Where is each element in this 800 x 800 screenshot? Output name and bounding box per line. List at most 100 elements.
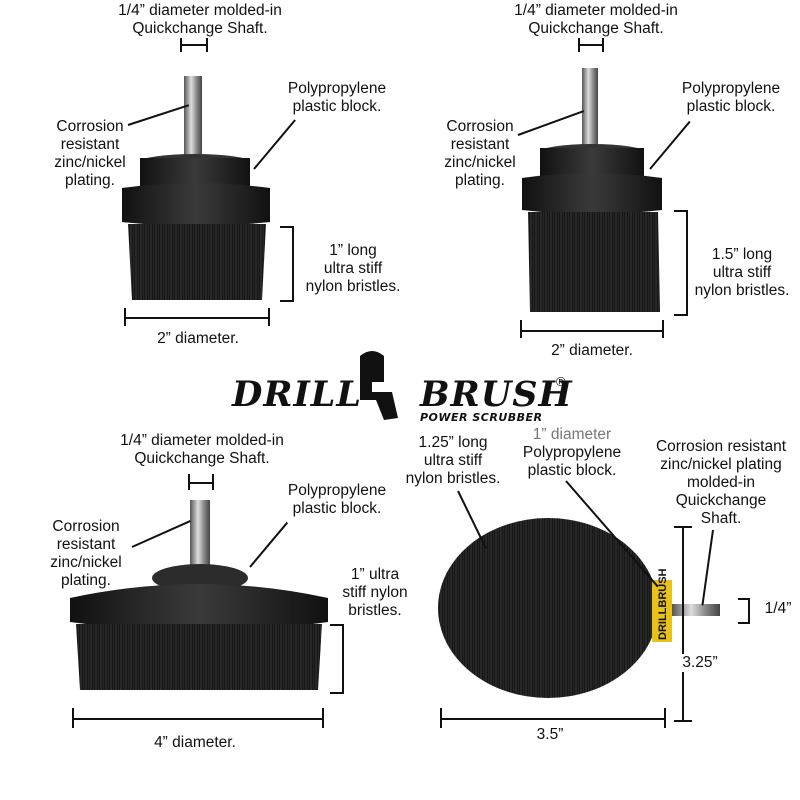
brush-4-height-dim-tick-b xyxy=(674,720,692,722)
brush-3-bristle-line-2: stiff nylon xyxy=(342,584,408,601)
brush-3-block-line-1: Polypropylene xyxy=(287,482,387,499)
brush-4-width-dim-bar xyxy=(440,718,666,720)
brush-2-plating-line-1: Corrosion xyxy=(446,118,514,135)
brush-1-plating-line-3: zinc/nickel xyxy=(54,154,126,171)
brush-3-shaft-dim-tick-r xyxy=(212,474,214,490)
brush-3-plating-label: Corrosion resistant zinc/nickel plating. xyxy=(36,518,136,590)
brush-2-block-line-1: Polypropylene xyxy=(681,80,781,97)
brush-1-image xyxy=(122,76,270,300)
brush-2-hub xyxy=(540,148,644,176)
brush-1-shaft-label: 1/4” diameter molded-in Quickchange Shaf… xyxy=(110,2,290,38)
brush-3-block-label: Polypropylene plastic block. xyxy=(282,482,392,518)
brush-1-block-line-1: Polypropylene xyxy=(287,80,387,97)
brush-2-shaft-dim-tick-l xyxy=(578,38,580,52)
brush-4-width-dim-tick-r xyxy=(664,708,666,728)
brush-4-height-dim-bar xyxy=(682,526,684,722)
brush-3-diameter-dim-bar xyxy=(72,718,324,720)
brush-1-block xyxy=(122,183,270,226)
brush-1-diameter-dim-tick-r xyxy=(268,308,270,326)
brush-3-bristle-dim-tick-b xyxy=(330,692,344,694)
brush-4-plating-line-3: molded-in xyxy=(686,474,756,491)
brush-4-collar xyxy=(652,580,672,642)
brush-2-block xyxy=(522,173,662,214)
brush-3-bristle-dim-tick-t xyxy=(330,624,344,626)
brush-1-plating-label: Corrosion resistant zinc/nickel plating. xyxy=(40,118,140,190)
brush-4-plating-line-1: Corrosion resistant xyxy=(655,438,787,455)
brush-3-diameter-label: 4” diameter. xyxy=(154,734,236,751)
brush-2-diameter-dim-bar xyxy=(520,330,664,332)
brush-4-bristle-head xyxy=(438,518,658,698)
brush-3-bristles xyxy=(76,624,322,690)
brush-1-bristle-dim-bar xyxy=(292,226,294,302)
brush-1-shaft-dim-bar xyxy=(180,44,208,46)
brush-2-shaft-label-line-1: 1/4” diameter molded-in xyxy=(514,2,678,19)
brush-4-block-label: 1” diameter Polypropylene plastic block. xyxy=(514,426,630,480)
brush-4-block-line-2: Polypropylene xyxy=(522,444,622,461)
brush-2-block-line-2: plastic block. xyxy=(686,98,776,115)
brush-1-block-label: Polypropylene plastic block. xyxy=(282,80,392,116)
brush-2-bristle-line-3: nylon bristles. xyxy=(694,282,790,299)
brush-4-bristle-label: 1.25” long ultra stiff nylon bristles. xyxy=(398,434,508,488)
brush-3-block-line-2: plastic block. xyxy=(292,500,382,517)
brush-2-shaft-label: 1/4” diameter molded-in Quickchange Shaf… xyxy=(506,2,686,38)
brush-4-shaft-dim-tick-t xyxy=(738,598,750,600)
brush-4-plating-line-5: Shaft. xyxy=(700,510,742,527)
brush-4-block-line-3: plastic block. xyxy=(527,462,617,479)
brush-1-block-line-2: plastic block. xyxy=(292,98,382,115)
brush-4-image: DRILLBRUSH xyxy=(438,518,720,698)
brush-1-hub xyxy=(140,158,250,186)
logo-tagline: POWER SCRUBBER xyxy=(420,411,543,424)
brush-1-bristle-line-2: ultra stiff xyxy=(323,260,383,277)
brush-3-plating-line-2: resistant xyxy=(56,536,116,553)
brush-1-shaft-label-line-1: 1/4” diameter molded-in xyxy=(118,2,282,19)
brush-3-shaft-label-line-2: Quickchange Shaft. xyxy=(134,450,270,467)
brush-2-bristle-dim-tick-b xyxy=(674,314,688,316)
brush-2-bristle-dim-bar xyxy=(686,210,688,316)
brush-3-plating-line-4: plating. xyxy=(61,572,111,589)
brush-4-plating-line-2: zinc/nickel plating xyxy=(660,456,782,473)
brush-3-plating-line-3: zinc/nickel xyxy=(50,554,122,571)
brush-1-diameter-label: 2” diameter. xyxy=(157,330,239,347)
brush-4-collar-text: DRILLBRUSH xyxy=(657,568,669,640)
brush-4-width-dim-label: 3.5” xyxy=(536,726,564,743)
brush-2-shaft-dim-tick-r xyxy=(602,38,604,52)
brush-4-width-dim-tick-l xyxy=(440,708,442,728)
brush-1-plating-line-1: Corrosion xyxy=(56,118,124,135)
brush-4-block-line-1: 1” diameter xyxy=(532,426,612,443)
brush-1-shaft-label-line-2: Quickchange Shaft. xyxy=(132,20,268,37)
brush-4-shaft-dim-label: 1/4” xyxy=(764,600,792,617)
brush-2-diameter-label: 2” diameter. xyxy=(551,342,633,359)
brush-2-plating-line-2: resistant xyxy=(450,136,510,153)
brush-3-plating-line-1: Corrosion xyxy=(52,518,120,535)
brush-4-bristle-line-3: nylon bristles. xyxy=(405,470,501,487)
brush-2-block-label: Polypropylene plastic block. xyxy=(676,80,786,116)
brush-1-bristles xyxy=(128,224,266,300)
brush-4-plating-line-4: Quickchange xyxy=(675,492,767,509)
brush-2-shaft xyxy=(582,68,598,148)
brush-3-shaft-dim-bar xyxy=(188,482,214,484)
brush-3-shaft-label: 1/4” diameter molded-in Quickchange Shaf… xyxy=(112,432,292,468)
brush-1-bristle-label: 1” long ultra stiff nylon bristles. xyxy=(298,242,408,296)
drillbrush-logo-icon xyxy=(360,351,398,420)
brush-2-diameter-dim-tick-r xyxy=(662,320,664,338)
brush-2-bristle-line-2: ultra stiff xyxy=(712,264,772,281)
brush-1-plating-line-4: plating. xyxy=(65,172,115,189)
brush-3-diameter-dim-tick-l xyxy=(72,708,74,728)
brush-2-plating-line-3: zinc/nickel xyxy=(444,154,516,171)
brush-1-bristle-dim-tick-b xyxy=(280,300,294,302)
brush-4-shaft xyxy=(672,604,720,616)
brush-3-shaft-label-line-1: 1/4” diameter molded-in xyxy=(120,432,284,449)
brush-3-shaft xyxy=(190,500,210,572)
brush-4-height-dim-tick-t xyxy=(674,526,692,528)
brush-2-bristles xyxy=(528,212,660,312)
brush-1-shaft-dim-tick-l xyxy=(180,38,182,52)
brush-1-shaft-dim-tick-r xyxy=(206,38,208,52)
brush-4-plating-label: Corrosion resistant zinc/nickel plating … xyxy=(644,438,798,528)
brush-2-bristle-label: 1.5” long ultra stiff nylon bristles. xyxy=(692,246,792,300)
brush-1-diameter-dim-tick-l xyxy=(124,308,126,326)
brush-4-bristle-line-2: ultra stiff xyxy=(423,452,483,469)
logo-registered-mark: ® xyxy=(556,374,566,389)
brush-2-shaft-label-line-2: Quickchange Shaft. xyxy=(528,20,664,37)
